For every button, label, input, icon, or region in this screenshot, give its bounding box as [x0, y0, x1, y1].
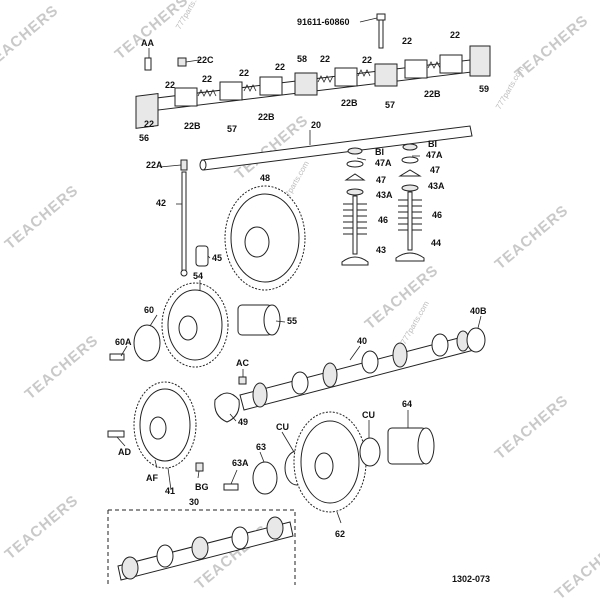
callout-label: 22: [320, 54, 330, 64]
callout-label: 22A: [146, 160, 163, 170]
svg-text:777parts.com: 777parts.com: [494, 64, 526, 111]
callout-label: 57: [385, 100, 395, 110]
svg-text:TEACHERS: TEACHERS: [492, 202, 572, 273]
callout-label: 63: [256, 442, 266, 452]
callout-label: AC: [236, 358, 249, 368]
spacer-ring-icon: [359, 437, 381, 467]
callout-label: 47: [430, 165, 440, 175]
callout-label: 60: [144, 305, 154, 315]
callout-label: 22: [362, 55, 372, 65]
camshaft-icon: [117, 516, 294, 581]
callout-label: BG: [195, 482, 209, 492]
rocker-shaft-icon: [199, 125, 473, 171]
camshaft-icon: [239, 330, 475, 411]
callout-label: 22: [450, 30, 460, 40]
svg-text:TEACHERS: TEACHERS: [492, 392, 572, 463]
callout-label: 22B: [424, 89, 441, 99]
callout-label: 42: [156, 198, 166, 208]
callout-label: 48: [260, 173, 270, 183]
thrust-plate-icon: [214, 392, 240, 423]
callout-label: 41: [165, 486, 175, 496]
callout-label: 22B: [184, 121, 201, 131]
svg-text:TEACHERS: TEACHERS: [362, 262, 442, 333]
callout-label: 47A: [375, 158, 392, 168]
callout-label: 64: [402, 399, 412, 409]
callout-label: CU: [276, 422, 289, 432]
svg-text:TEACHERS: TEACHERS: [112, 0, 192, 63]
callout-label: 47: [376, 175, 386, 185]
svg-text:TEACHERS: TEACHERS: [22, 332, 102, 403]
thrust-plate-icon: [252, 461, 278, 495]
callout-label: 58: [297, 54, 307, 64]
svg-text:TEACHERS: TEACHERS: [552, 532, 600, 600]
camshaft-assembly-box: [107, 509, 296, 585]
adjusting-screw-icon: [180, 159, 188, 171]
callout-label: 62: [335, 529, 345, 539]
callout-label: 43A: [428, 181, 445, 191]
bolt-icon: [144, 57, 152, 71]
callout-label: 54: [193, 271, 203, 281]
svg-text:TEACHERS: TEACHERS: [0, 2, 62, 73]
bushing-icon: [237, 304, 281, 336]
callout-label: 20: [311, 120, 321, 130]
callout-label: 30: [189, 497, 199, 507]
gear-icon: [133, 381, 197, 469]
callout-label: 63A: [232, 458, 249, 468]
callout-label: 22: [202, 74, 212, 84]
callout-label: 55: [287, 316, 297, 326]
callout-label: 22: [239, 68, 249, 78]
callout-label: 46: [432, 210, 442, 220]
callout-label: AF: [146, 473, 158, 483]
callout-label: 22: [144, 119, 154, 129]
plug-icon: [466, 327, 486, 353]
callout-label: 22B: [258, 112, 275, 122]
callout-label: 22: [165, 80, 175, 90]
bushing-icon: [387, 427, 435, 465]
callout-label: BI: [428, 139, 437, 149]
callout-label: 22B: [341, 98, 358, 108]
bolt-icon: [223, 483, 239, 491]
callout-label: CU: [362, 410, 375, 420]
valve-icon: [341, 191, 425, 266]
callout-label: AD: [118, 447, 131, 457]
callout-label: 22: [402, 36, 412, 46]
callout-label: 40B: [470, 306, 487, 316]
valve-spring-icon: [343, 143, 422, 235]
callout-label: 45: [212, 253, 222, 263]
callout-label: AA: [141, 38, 154, 48]
callout-label: 47A: [426, 150, 443, 160]
gear-icon: [293, 411, 367, 513]
callout-label: 43: [376, 245, 386, 255]
callout-label: 22: [275, 62, 285, 72]
pushrod-icon: [180, 171, 188, 277]
svg-text:TEACHERS: TEACHERS: [2, 492, 82, 563]
diagram-code: 1302-073: [452, 574, 490, 584]
callout-label: 49: [238, 417, 248, 427]
callout-label: 60A: [115, 337, 132, 347]
callout-label: 56: [139, 133, 149, 143]
bolt-icon: [109, 353, 125, 361]
callout-label: BI: [375, 147, 384, 157]
tappet-icon: [195, 245, 209, 267]
rocker-shaft-icon: [135, 45, 491, 129]
callout-label: 59: [479, 84, 489, 94]
gear-icon: [161, 282, 229, 368]
gear-icon: [224, 185, 306, 291]
callout-label: 46: [378, 215, 388, 225]
nut-icon: [177, 57, 187, 67]
callout-label: 44: [431, 238, 441, 248]
bolt-icon: [107, 430, 125, 438]
svg-text:TEACHERS: TEACHERS: [2, 182, 82, 253]
callout-label: 40: [357, 336, 367, 346]
bolt-icon: [195, 462, 204, 472]
thrust-plate-icon: [133, 324, 161, 362]
part-number-header: 91611-60860: [297, 17, 350, 27]
nut-icon: [238, 376, 247, 385]
bolt-icon: [376, 13, 386, 49]
callout-label: 22C: [197, 55, 214, 65]
callout-label: 43A: [376, 190, 393, 200]
callout-label: 57: [227, 124, 237, 134]
